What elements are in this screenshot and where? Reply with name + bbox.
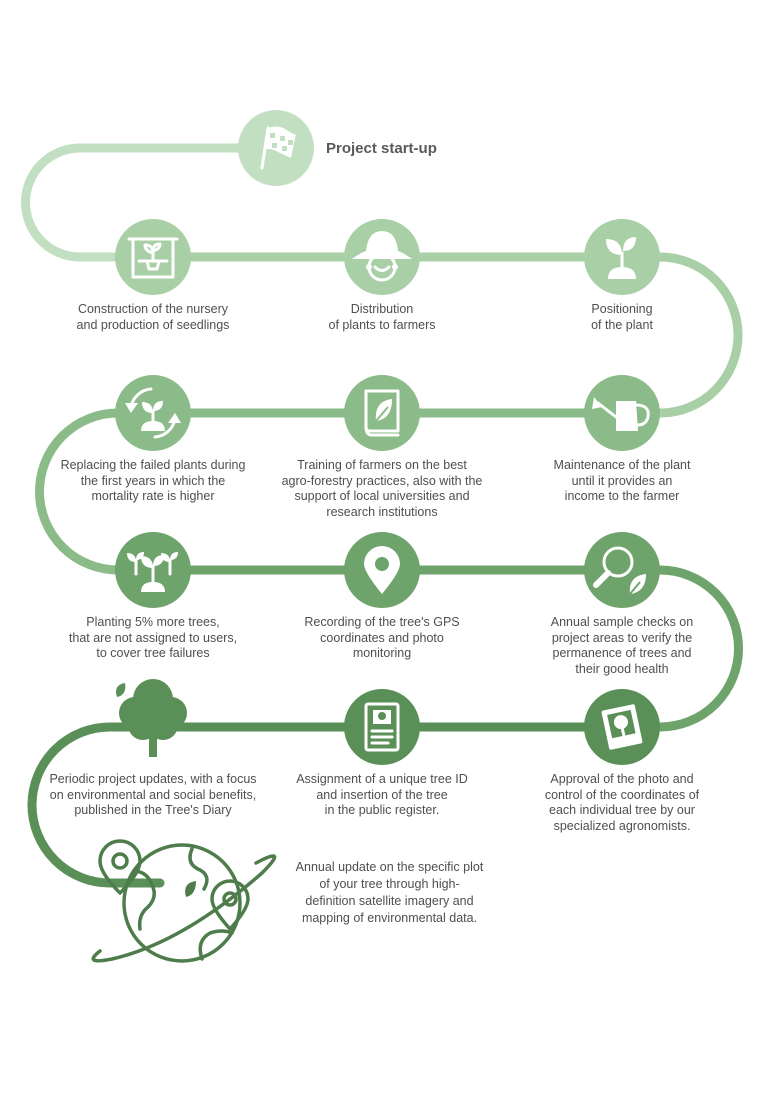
step-node-sample-checks xyxy=(584,532,660,608)
farmer-hat-icon xyxy=(352,231,412,282)
connector-segment xyxy=(617,252,743,418)
step-node-training xyxy=(344,375,420,451)
checkered-flag-icon xyxy=(260,126,296,170)
step-node-nursery xyxy=(115,219,191,295)
satellite-globe-icon xyxy=(91,839,277,963)
watering-can-icon xyxy=(592,397,650,431)
start-title: Project start-up xyxy=(326,140,437,157)
connector-segment xyxy=(21,143,273,262)
connector-segment xyxy=(35,408,158,575)
step-label-replacing: Replacing the failed plants during the f… xyxy=(60,458,246,503)
step-circle xyxy=(584,532,660,608)
magnifier-leaf-icon xyxy=(593,546,646,595)
step-label-distribution: Distribution of plants to farmers xyxy=(328,302,436,332)
step-label-nursery: Construction of the nursery and producti… xyxy=(76,302,230,332)
replace-plant-arrows-icon xyxy=(125,387,181,439)
connector-segment xyxy=(27,722,165,888)
final-step-label: Annual update on the specific plot of yo… xyxy=(295,860,484,925)
step-label-maintenance: Maintenance of the plant until it provid… xyxy=(553,458,691,503)
three-sprouts-icon xyxy=(127,552,178,592)
step-label-positioning: Positioning of the plant xyxy=(591,302,653,332)
step-node-updates xyxy=(116,679,187,757)
tree-photo-icon xyxy=(601,704,643,750)
step-node-approval xyxy=(584,689,660,765)
start-node xyxy=(238,110,314,186)
step-label-planting-extra: Planting 5% more trees, that are not ass… xyxy=(68,615,238,660)
step-node-positioning xyxy=(584,219,660,295)
step-node-planting-extra xyxy=(115,532,191,608)
tree-icon xyxy=(116,679,187,757)
step-node-gps xyxy=(344,532,420,608)
nursery-seedling-icon xyxy=(127,237,179,279)
step-label-sample-checks: Annual sample checks on project areas to… xyxy=(550,615,694,676)
connector-segment xyxy=(617,565,743,732)
step-nodes xyxy=(91,110,660,963)
step-label-tree-id: Assignment of a unique tree ID and inser… xyxy=(296,772,468,817)
register-document-icon xyxy=(364,702,400,752)
step-node-distribution xyxy=(344,219,420,295)
step-label-updates: Periodic project updates, with a focus o… xyxy=(49,772,257,817)
location-pin-icon xyxy=(364,546,400,594)
step-node-replacing xyxy=(115,375,191,451)
step-label-training: Training of farmers on the best agro-for… xyxy=(281,458,483,519)
step-node-tree-id xyxy=(344,689,420,765)
step-circle xyxy=(344,689,420,765)
sprout-icon xyxy=(606,237,636,279)
step-label-gps: Recording of the tree's GPS coordinates … xyxy=(304,615,460,660)
step-label-approval: Approval of the photo and control of the… xyxy=(544,772,700,833)
step-node-maintenance xyxy=(584,375,660,451)
leaf-book-icon xyxy=(364,389,400,437)
